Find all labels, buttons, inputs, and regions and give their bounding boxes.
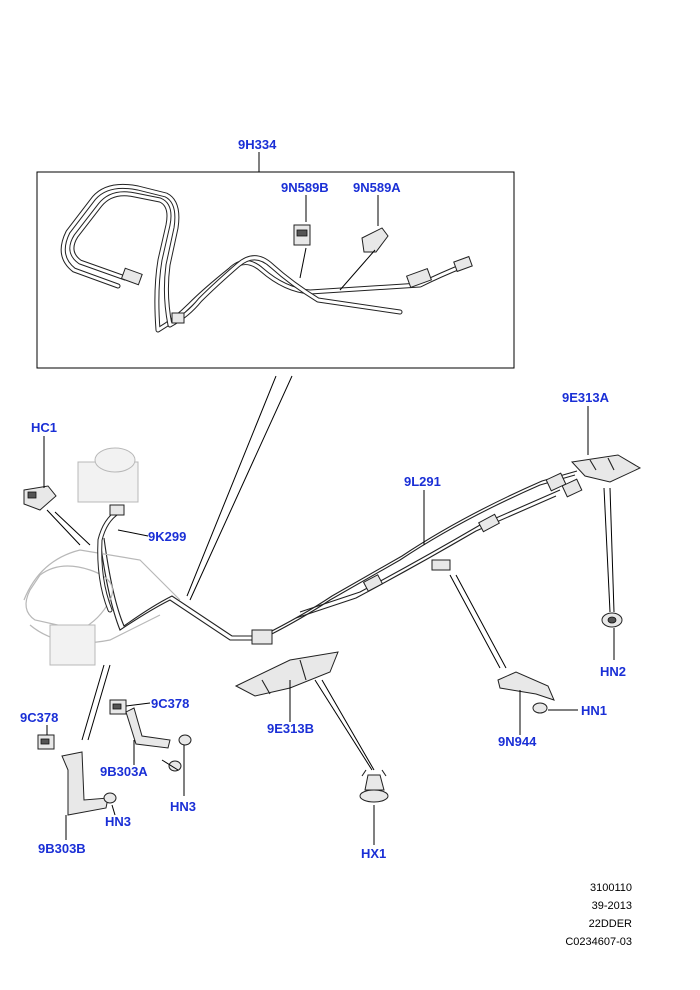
nut-HN1[interactable] — [532, 702, 548, 714]
clip-9C378-left[interactable] — [37, 734, 55, 750]
bracket-9N944[interactable] — [497, 671, 555, 701]
shield-9E313B[interactable] — [234, 651, 339, 697]
callout-9B303A[interactable]: 9B303A — [100, 764, 148, 779]
clip-9N589B[interactable] — [293, 224, 311, 246]
reference-line-4: C0234607-03 — [565, 936, 632, 948]
callout-9K299[interactable]: 9K299 — [148, 529, 186, 544]
callout-HX1[interactable]: HX1 — [361, 846, 386, 861]
reference-block: 3100110 39-2013 22DDER C0234607-03 — [565, 882, 632, 948]
nut-HN3-left[interactable] — [103, 792, 117, 804]
pipe-assembly-inset — [36, 171, 515, 369]
reference-line-3: 22DDER — [589, 918, 632, 930]
nut-HN2[interactable] — [601, 612, 623, 628]
ghost-context-parts — [23, 447, 181, 666]
callout-9C378-left[interactable]: 9C378 — [20, 710, 58, 725]
hose-9K299[interactable] — [97, 504, 125, 613]
callout-HN1[interactable]: HN1 — [581, 703, 607, 718]
reference-line-2: 39-2013 — [592, 900, 632, 912]
callout-labels: 9H334 9N589B 9N589A 9E313A HC1 9L291 9K2… — [20, 137, 626, 861]
clip-9C378-right[interactable] — [109, 699, 127, 715]
callout-HN2[interactable]: HN2 — [600, 664, 626, 679]
inset-frame — [36, 171, 515, 369]
callout-9H334[interactable]: 9H334 — [238, 137, 277, 152]
fuel-pipe-run-9L291[interactable] — [99, 470, 583, 645]
nut-HN3-right[interactable] — [168, 734, 192, 772]
callout-9E313B[interactable]: 9E313B — [267, 721, 314, 736]
callout-HN3-right[interactable]: HN3 — [170, 799, 196, 814]
clip-9N589A[interactable] — [361, 227, 389, 253]
clip-HX1[interactable] — [359, 769, 389, 803]
callout-9C378-right[interactable]: 9C378 — [151, 696, 189, 711]
callout-9N944[interactable]: 9N944 — [498, 734, 537, 749]
callout-9L291[interactable]: 9L291 — [404, 474, 441, 489]
bracket-9B303B[interactable] — [61, 751, 109, 816]
callout-HN3-left[interactable]: HN3 — [105, 814, 131, 829]
reference-line-1: 3100110 — [590, 882, 632, 894]
callout-HC1[interactable]: HC1 — [31, 420, 57, 435]
callout-9E313A[interactable]: 9E313A — [562, 390, 610, 405]
bracket-9B303A[interactable] — [125, 707, 171, 749]
pipe-assembly-9H334[interactable] — [60, 183, 473, 333]
callout-9B303B[interactable]: 9B303B — [38, 841, 86, 856]
callout-9N589A[interactable]: 9N589A — [353, 180, 401, 195]
clip-HC1[interactable] — [23, 485, 57, 511]
leader-lines — [43, 152, 615, 845]
callout-9N589B[interactable]: 9N589B — [281, 180, 329, 195]
shield-9E313A[interactable] — [570, 454, 642, 483]
